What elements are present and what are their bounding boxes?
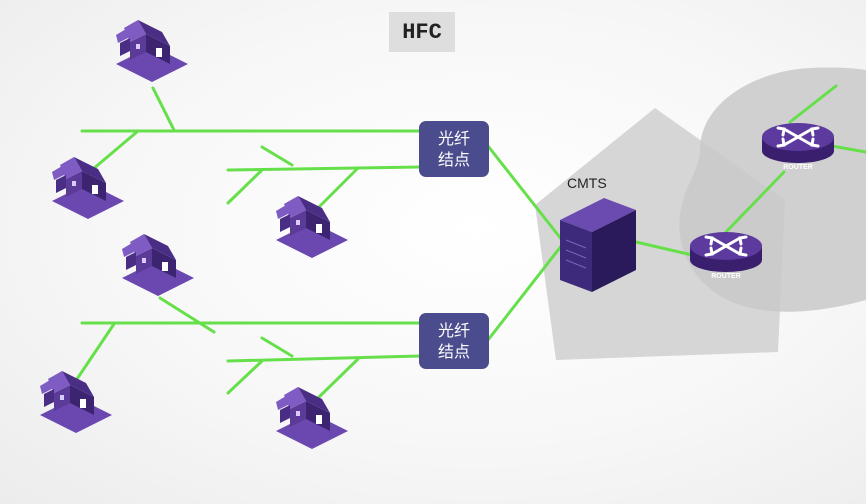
router-label: ROUTER [783,164,813,171]
core-cables [634,84,866,257]
fiber-node-label-line1: 光纤 [437,321,470,340]
house-icon [40,371,112,433]
house-icon [116,20,188,82]
fiber-node-label-line2: 结点 [437,342,470,361]
title-text: HFC [402,19,442,45]
bottom-cable-tree [73,243,564,400]
fiber-node-label-line2: 结点 [437,150,470,169]
diagram-title: HFC [389,12,455,52]
house-icon [276,196,348,258]
network-cloud-shape [679,67,866,312]
router-icon: ROUTER [688,230,764,280]
fiber-node-label-line1: 光纤 [437,129,470,148]
house-icon [122,234,194,296]
router-icon: ROUTER [760,121,836,171]
router-label: ROUTER [711,273,741,280]
fiber-node-top: 光纤 结点 [419,121,489,177]
cmts-label: CMTS [567,175,607,191]
house-icon [52,157,124,219]
cmts-server-icon [560,198,636,292]
house-icon [276,387,348,449]
fiber-node-bottom: 光纤 结点 [419,313,489,369]
